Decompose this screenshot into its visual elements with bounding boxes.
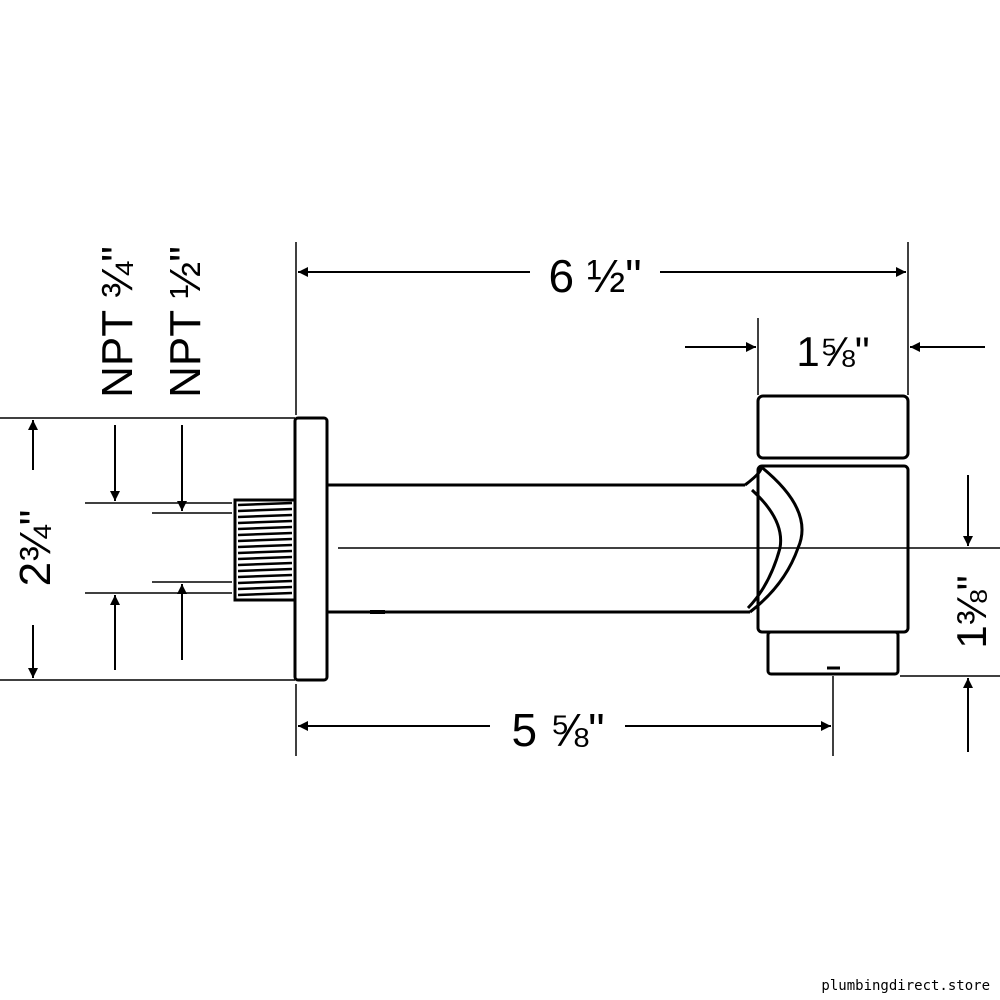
elbow-joint	[744, 464, 804, 614]
watermark-text: plumbingdirect.store	[817, 978, 994, 994]
thread-label-large: NPT ¾"	[93, 246, 142, 398]
dim-projection: 5 ⅝"	[511, 704, 604, 756]
threaded-inlet	[233, 498, 297, 602]
dim-outlet-height: 1⅜"	[948, 575, 995, 648]
dim-head-width: 1⅝"	[796, 328, 869, 375]
top-cap	[756, 394, 910, 460]
spout-outline	[233, 394, 910, 682]
aerator	[766, 630, 900, 676]
dim-overall-length: 6 ½"	[548, 250, 641, 302]
wall-flange	[293, 416, 329, 682]
dimension-arrows	[28, 267, 985, 752]
dim-flange-height: 2¾"	[11, 510, 60, 587]
thread-label-small: NPT ½"	[161, 246, 210, 398]
extension-lines	[0, 242, 1000, 756]
thread-ridges	[237, 501, 293, 597]
